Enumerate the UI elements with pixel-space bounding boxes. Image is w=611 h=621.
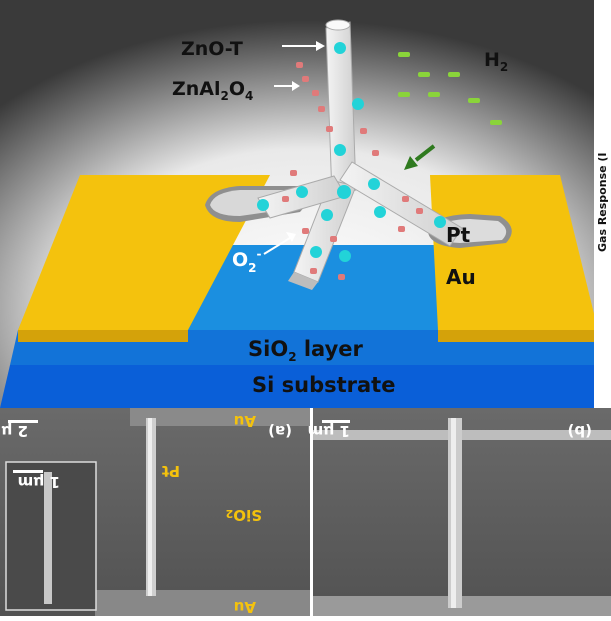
nanoparticle	[434, 216, 446, 228]
nanoparticle	[318, 106, 325, 112]
side-axis-strip	[594, 0, 611, 408]
sem-a-sio2-label: SiO2	[226, 506, 262, 524]
nanoparticle	[302, 76, 309, 82]
schematic: ZnO-T ZnAl2O4 H2 O2- Pt Au SiO2 layer Si…	[0, 0, 611, 408]
nanoparticle	[334, 144, 346, 156]
nanoparticle	[302, 228, 309, 234]
au-electrode-left-edge	[18, 330, 188, 342]
nanoparticle	[416, 208, 423, 214]
tetrapod-arm-up-tip	[325, 19, 351, 31]
si-substrate	[0, 365, 611, 408]
sem-a-inset-scale-bar	[13, 470, 43, 473]
sem-panel-b: 1 μm (b)	[308, 408, 611, 616]
sem-a-pt-label: Pt	[162, 462, 180, 480]
nanoparticle	[352, 98, 364, 110]
nanoparticle	[326, 126, 333, 132]
sio2-layer-label: SiO2 layer	[248, 337, 364, 364]
arrow-coating-head	[292, 81, 300, 91]
nanoparticle	[368, 178, 380, 190]
sem-a-scale-label: 2 μm	[0, 422, 28, 440]
nanoparticle	[310, 246, 322, 258]
nanoparticle	[321, 209, 333, 221]
gas-molecules	[398, 52, 502, 125]
nanoparticle	[282, 196, 289, 202]
sem-a-inset-scale-label: 1 μm	[18, 473, 60, 491]
arrow-gas-head	[404, 156, 418, 170]
au-label: Au	[446, 265, 476, 289]
nanoparticle	[310, 268, 317, 274]
gas-molecule	[490, 120, 502, 125]
tetrapod-label: ZnO-T	[181, 38, 243, 60]
sem-a-au-top: Au	[234, 412, 256, 430]
sem-b-nanowire-highlight	[451, 418, 456, 608]
gas-molecule	[398, 92, 410, 97]
nanoparticle	[330, 236, 337, 242]
nanoparticle	[338, 274, 345, 280]
sem-a-nanowire-highlight	[148, 418, 152, 596]
nanoparticle	[312, 90, 319, 96]
pt-label: Pt	[446, 223, 471, 247]
sem-a-panel-letter: (a)	[268, 422, 292, 440]
nanoparticle	[334, 42, 346, 54]
si-substrate-label: Si substrate	[252, 373, 395, 397]
nanoparticle	[360, 128, 367, 134]
sem-a-electrode-top	[130, 408, 310, 426]
gas-molecule	[448, 72, 460, 77]
side-axis-label: Gas Response (I	[596, 152, 609, 252]
arrow-tetrapod-head	[316, 41, 325, 51]
sem-panel-a: 1 μm 2 μm (a) Au Au Pt SiO2	[0, 408, 310, 616]
arrow-oxygen	[263, 237, 291, 255]
panel-divider	[310, 408, 313, 616]
sem-a-scale-bar	[8, 420, 38, 423]
sem-a-au-bottom: Au	[234, 598, 256, 616]
tetrapod-arm-down-tip	[288, 272, 318, 290]
arrow-oxygen-head	[286, 232, 296, 242]
nanoparticle	[337, 185, 351, 199]
nanoparticle	[402, 196, 409, 202]
nanoparticle	[257, 199, 269, 211]
pointer-arrows	[263, 41, 436, 255]
gas-molecule	[428, 92, 440, 97]
sem-b-scale-bar	[322, 420, 350, 423]
nanoparticles-cyan	[257, 42, 446, 262]
gas-label: H2	[484, 49, 508, 74]
arrow-gas	[414, 144, 436, 162]
au-electrode-left	[18, 175, 270, 330]
nanoparticle	[372, 150, 379, 156]
oxygen-label: O2-	[232, 247, 262, 275]
au-electrode-right	[430, 175, 598, 330]
sem-b-panel-letter: (b)	[568, 422, 592, 440]
gas-molecule	[418, 72, 430, 77]
coating-label: ZnAl2O4	[172, 78, 253, 103]
sem-b-scale-label: 1 μm	[308, 422, 350, 440]
nanoparticle	[296, 62, 303, 68]
gas-molecule	[468, 98, 480, 103]
gas-molecule	[398, 52, 410, 57]
nanoparticle	[290, 170, 297, 176]
nanoparticles-pink	[282, 62, 423, 280]
nanoparticle	[296, 186, 308, 198]
nanoparticle	[398, 226, 405, 232]
nanoparticle	[374, 206, 386, 218]
au-electrode-right-edge	[438, 330, 598, 342]
nanoparticle	[339, 250, 351, 262]
sem-a-electrode-bottom	[95, 590, 310, 616]
sem-a-inset-nanowire	[44, 472, 52, 604]
